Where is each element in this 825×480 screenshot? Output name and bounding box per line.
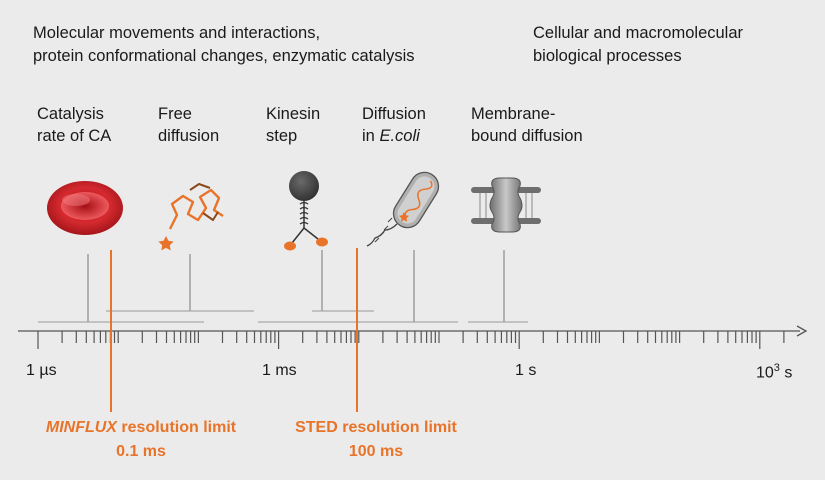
minflux-limit-title: MINFLUX resolution limit: [31, 416, 251, 440]
sted-limit-title: STED resolution limit: [281, 416, 471, 440]
tick-label-second: 1 s: [515, 362, 536, 380]
axis-ticks: [38, 331, 784, 349]
minflux-limit-label: MINFLUX resolution limit 0.1 ms: [31, 416, 251, 464]
sted-limit-label: STED resolution limit 100 ms: [281, 416, 471, 464]
kinesin-icon: [284, 171, 328, 251]
tick-label-kilosecond: 103 s: [756, 362, 792, 382]
sted-limit-value: 100 ms: [281, 440, 471, 464]
ecoli-bacterium-icon: [367, 167, 444, 246]
tick-label-kilosecond-base: 10: [756, 364, 774, 381]
minflux-suffix: resolution limit: [117, 419, 236, 436]
minflux-limit-value: 0.1 ms: [31, 440, 251, 464]
red-blood-cell-icon: [47, 181, 123, 235]
tick-label-millisecond: 1 ms: [262, 362, 297, 380]
tick-label-microsecond: 1 µs: [26, 362, 57, 380]
membrane-protein-icon: [471, 178, 541, 232]
minflux-name: MINFLUX: [46, 419, 117, 436]
tick-label-kilosecond-unit: s: [780, 364, 792, 381]
diffusion-chain-icon: [158, 184, 223, 250]
